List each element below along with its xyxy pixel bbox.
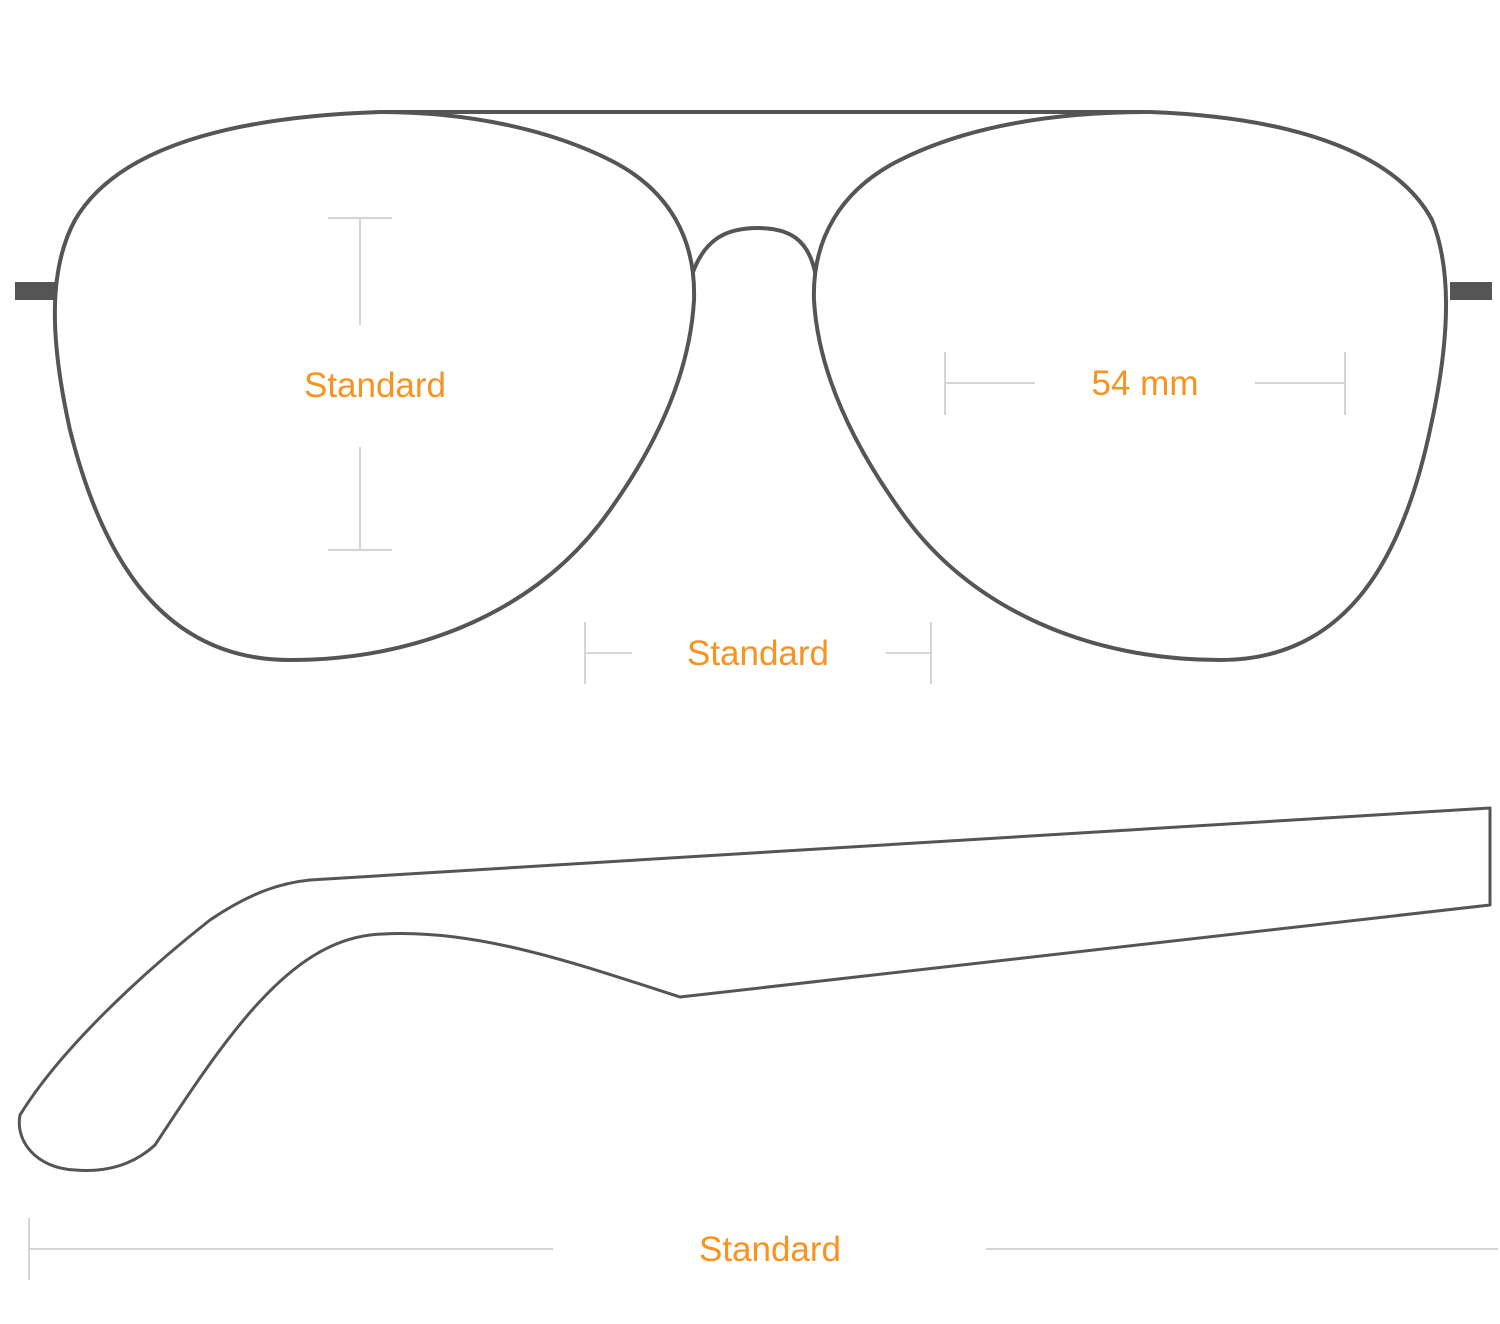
temple-length-label: Standard — [698, 1230, 842, 1269]
lens-width-dimension — [944, 352, 1346, 415]
left-hinge — [15, 282, 57, 300]
lens-height-label: Standard — [303, 366, 447, 405]
temple-arm — [17, 806, 1492, 1172]
nose-bridge — [691, 226, 817, 274]
right-hinge — [1450, 282, 1492, 300]
temple-length-dimension — [28, 1218, 1498, 1280]
lens-width-label: 54 mm — [1091, 364, 1199, 403]
front-view — [15, 110, 1492, 662]
right-lens-rim — [811, 110, 1449, 662]
bridge-width-label: Standard — [686, 634, 830, 673]
left-lens-rim — [52, 110, 697, 662]
bridge-width-dimension — [584, 622, 932, 684]
lens-height-dimension — [328, 217, 392, 551]
